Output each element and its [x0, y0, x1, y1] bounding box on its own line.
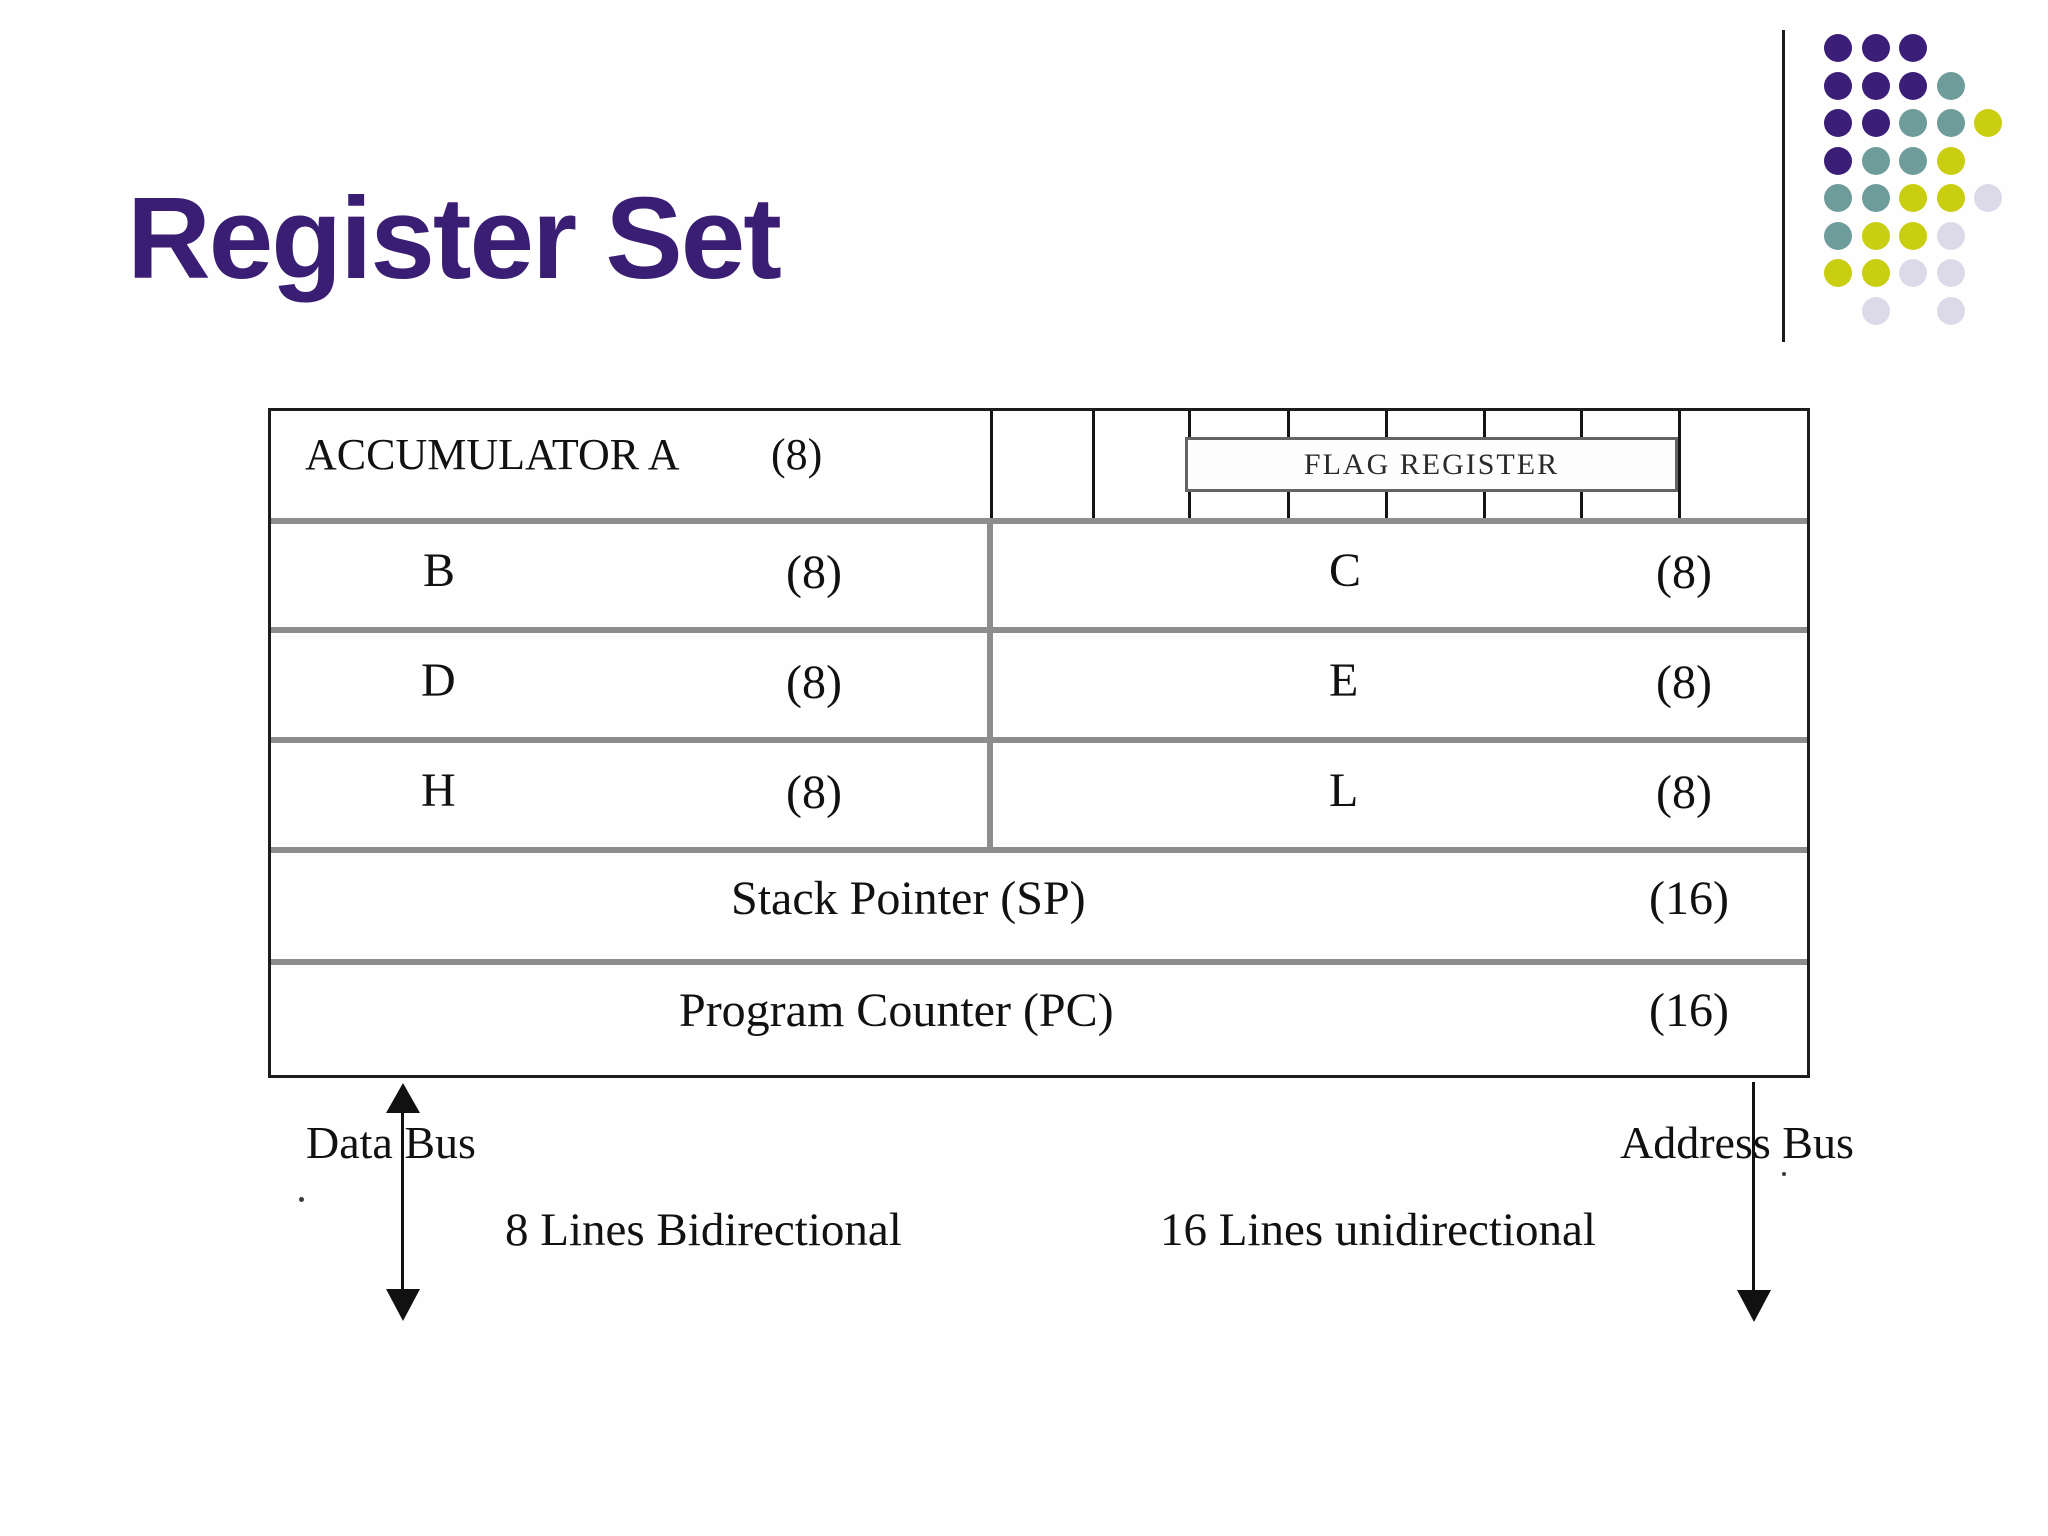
yellow-dot	[1824, 259, 1852, 287]
register-l-size: (8)	[1656, 766, 1712, 819]
register-d-size: (8)	[786, 656, 842, 709]
purple-dot	[1824, 109, 1852, 137]
teal-dot	[1861, 146, 1890, 175]
register-e-label: E	[1329, 654, 1359, 707]
purple-dot	[1824, 71, 1852, 100]
row-separator	[271, 518, 1807, 524]
row-separator	[271, 627, 1807, 633]
address-bus-arrow-line	[1752, 1082, 1755, 1292]
row1-divider	[1092, 411, 1095, 518]
register-c-label: C	[1329, 544, 1362, 597]
teal-dot	[1824, 221, 1852, 250]
purple-dot	[1899, 34, 1927, 62]
yellow-dot	[1936, 146, 1965, 175]
stack-pointer-size: (16)	[1649, 872, 1729, 925]
row-separator	[271, 959, 1807, 965]
teal-dot	[1899, 146, 1927, 175]
flag-bit-tick	[1678, 411, 1681, 518]
register-b-size: (8)	[786, 546, 842, 599]
yellow-dot	[1899, 184, 1927, 212]
lavender-dot	[1936, 259, 1965, 287]
row-separator	[271, 847, 1807, 853]
stray-period	[299, 1197, 304, 1202]
page-title: Register Set	[127, 173, 782, 303]
data-bus-description: 8 Lines Bidirectional	[505, 1204, 902, 1256]
teal-dot	[1824, 184, 1852, 212]
register-d-label: D	[421, 654, 456, 707]
address-bus-arrow-down-icon	[1737, 1290, 1771, 1322]
teal-dot	[1936, 109, 1965, 137]
purple-dot	[1899, 71, 1927, 100]
row-separator	[271, 737, 1807, 743]
data-bus-arrow-up-icon	[386, 1083, 420, 1113]
register-diagram: ACCUMULATOR A (8) FLAG REGISTER B (8) C …	[268, 408, 1810, 1078]
column-divider	[987, 518, 993, 853]
register-e-size: (8)	[1656, 656, 1712, 709]
purple-dot	[1824, 146, 1852, 175]
flag-register-label: FLAG REGISTER	[1303, 447, 1560, 481]
decor-vertical-line	[1782, 30, 1785, 342]
address-bus-label: Address Bus	[1620, 1117, 1854, 1168]
register-h-size: (8)	[786, 766, 842, 819]
lavender-dot	[1899, 259, 1927, 287]
purple-dot	[1861, 71, 1890, 100]
data-bus-arrow-line	[401, 1110, 404, 1292]
accumulator-label: ACCUMULATOR A	[305, 430, 680, 479]
yellow-dot	[1861, 221, 1890, 250]
teal-dot	[1899, 109, 1927, 137]
flag-register-box: FLAG REGISTER	[1185, 437, 1678, 492]
yellow-dot	[1936, 184, 1965, 212]
lavender-dot	[1936, 296, 1965, 325]
teal-dot	[1861, 184, 1890, 212]
lavender-dot	[1861, 296, 1890, 325]
purple-dot	[1861, 34, 1890, 62]
data-bus-arrow-down-icon	[386, 1289, 420, 1321]
program-counter-size: (16)	[1649, 984, 1729, 1037]
purple-dot	[1824, 34, 1852, 62]
register-h-label: H	[421, 764, 456, 817]
data-bus-label: Data Bus	[306, 1117, 476, 1168]
yellow-dot	[1861, 259, 1890, 287]
teal-dot	[1936, 71, 1965, 100]
stack-pointer-label: Stack Pointer (SP)	[731, 872, 1086, 925]
accumulator-size: (8)	[771, 430, 823, 479]
register-l-label: L	[1329, 764, 1359, 817]
lavender-dot	[1936, 221, 1965, 250]
purple-dot	[1861, 109, 1890, 137]
yellow-dot	[1899, 221, 1927, 250]
register-c-size: (8)	[1656, 546, 1712, 599]
address-bus-description: 16 Lines unidirectional	[1160, 1204, 1596, 1256]
stray-period	[1782, 1172, 1786, 1176]
lavender-dot	[1974, 184, 2002, 212]
yellow-dot	[1974, 109, 2002, 137]
program-counter-label: Program Counter (PC)	[679, 984, 1114, 1037]
register-b-label: B	[423, 544, 456, 597]
row1-divider	[990, 411, 993, 518]
